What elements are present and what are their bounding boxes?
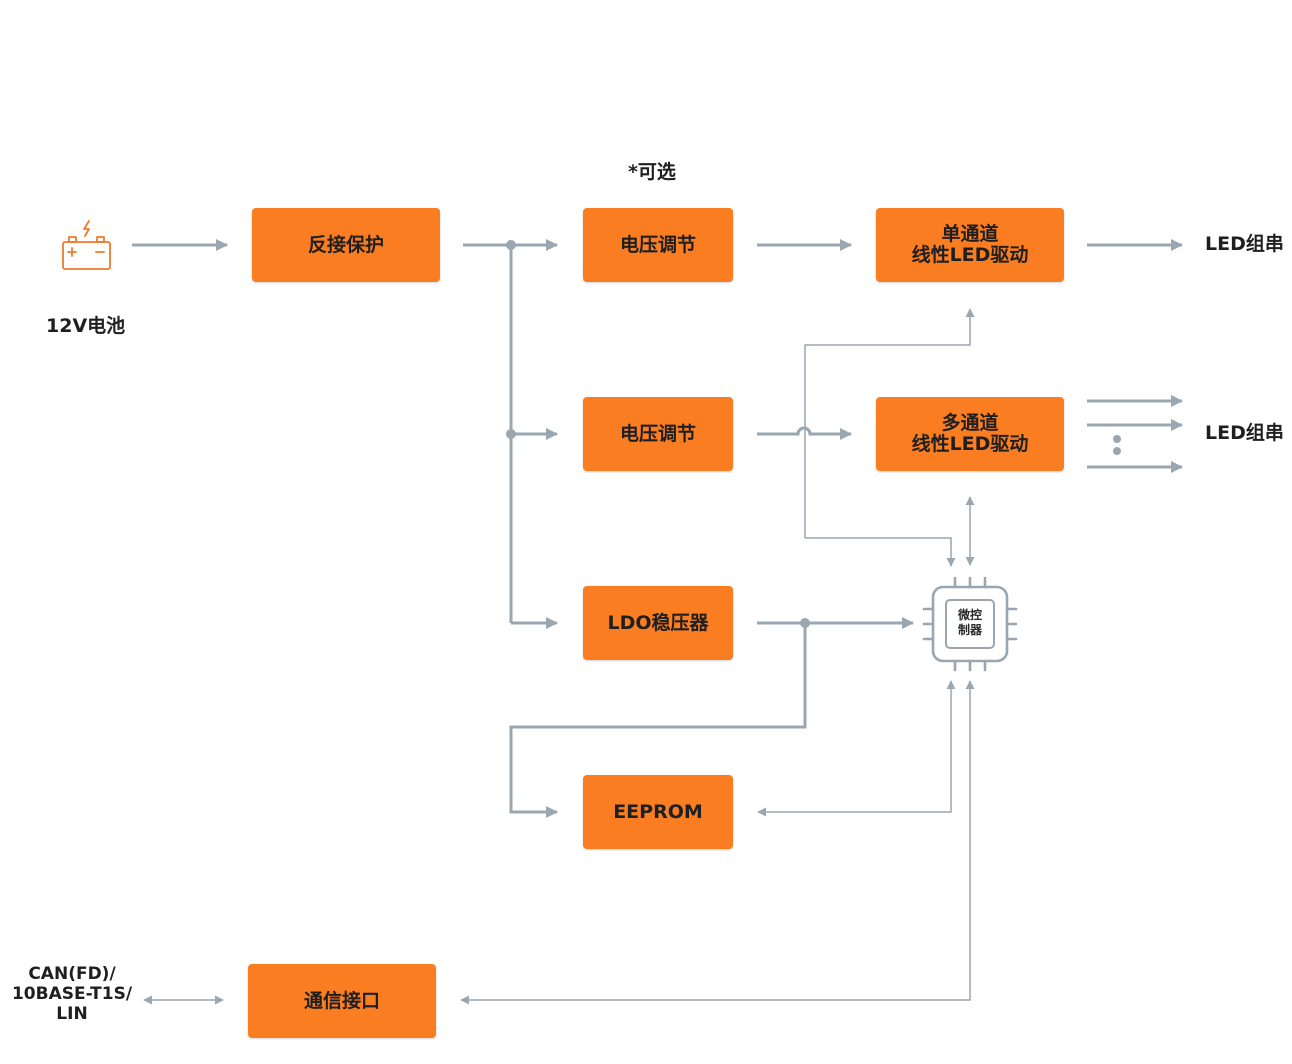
bus-line2: 10BASE-T1S/	[11, 984, 133, 1004]
reverse-protection-block: 反接保护	[252, 208, 440, 282]
comm-interface-block: 通信接口	[248, 964, 436, 1038]
single-driver-line2: 线性LED驱动	[911, 244, 1029, 266]
comm-interface-label: 通信接口	[303, 989, 380, 1012]
voltage-regulator-block-2: 电压调节	[583, 397, 733, 471]
battery-icon	[62, 220, 111, 270]
mcu-label-line2: 制器	[957, 623, 982, 637]
mcu-to-comm	[460, 680, 975, 1005]
bus-line3: LIN	[56, 1004, 88, 1024]
junction-dot	[506, 240, 516, 250]
ellipsis-dot	[1113, 435, 1121, 443]
arrow-reg2-to-multi-driver	[757, 426, 852, 440]
single-channel-driver-block: 单通道 线性LED驱动	[876, 208, 1064, 282]
junction-dot	[800, 618, 810, 628]
multi-driver-line1: 多通道	[941, 412, 999, 434]
single-driver-line1: 单通道	[941, 223, 999, 245]
eeprom-label: EEPROM	[613, 800, 703, 823]
mcu-to-eeprom	[757, 680, 956, 817]
ldo-regulator-label: LDO稳压器	[607, 611, 709, 634]
mcu-label: 微控 制器	[946, 608, 994, 638]
ellipsis-dot	[1113, 447, 1121, 455]
multi-driver-line2: 线性LED驱动	[911, 433, 1029, 455]
bus-protocol-label: CAN(FD)/ 10BASE-T1S/ LIN	[6, 964, 138, 1024]
bus-line1: CAN(FD)/	[28, 964, 116, 984]
ldo-regulator-block: LDO稳压器	[583, 586, 733, 660]
mcu-to-single-driver	[804, 308, 975, 538]
voltage-regulator-label: 电压调节	[619, 233, 696, 256]
optional-note: *可选	[628, 161, 676, 183]
voltage-regulator-block-1: 电压调节	[583, 208, 733, 282]
eeprom-block: EEPROM	[583, 775, 733, 849]
led-string-label-1: LED组串	[1205, 233, 1284, 255]
junction-dot	[506, 429, 516, 439]
led-string-label-2: LED组串	[1205, 422, 1284, 444]
multi-channel-driver-block: 多通道 线性LED驱动	[876, 397, 1064, 471]
ctrl-to-mcu	[805, 537, 956, 567]
reverse-protection-label: 反接保护	[307, 233, 384, 256]
battery-label: 12V电池	[46, 315, 126, 337]
voltage-regulator-label: 电压调节	[619, 422, 696, 445]
mcu-label-line1: 微控	[957, 608, 982, 622]
